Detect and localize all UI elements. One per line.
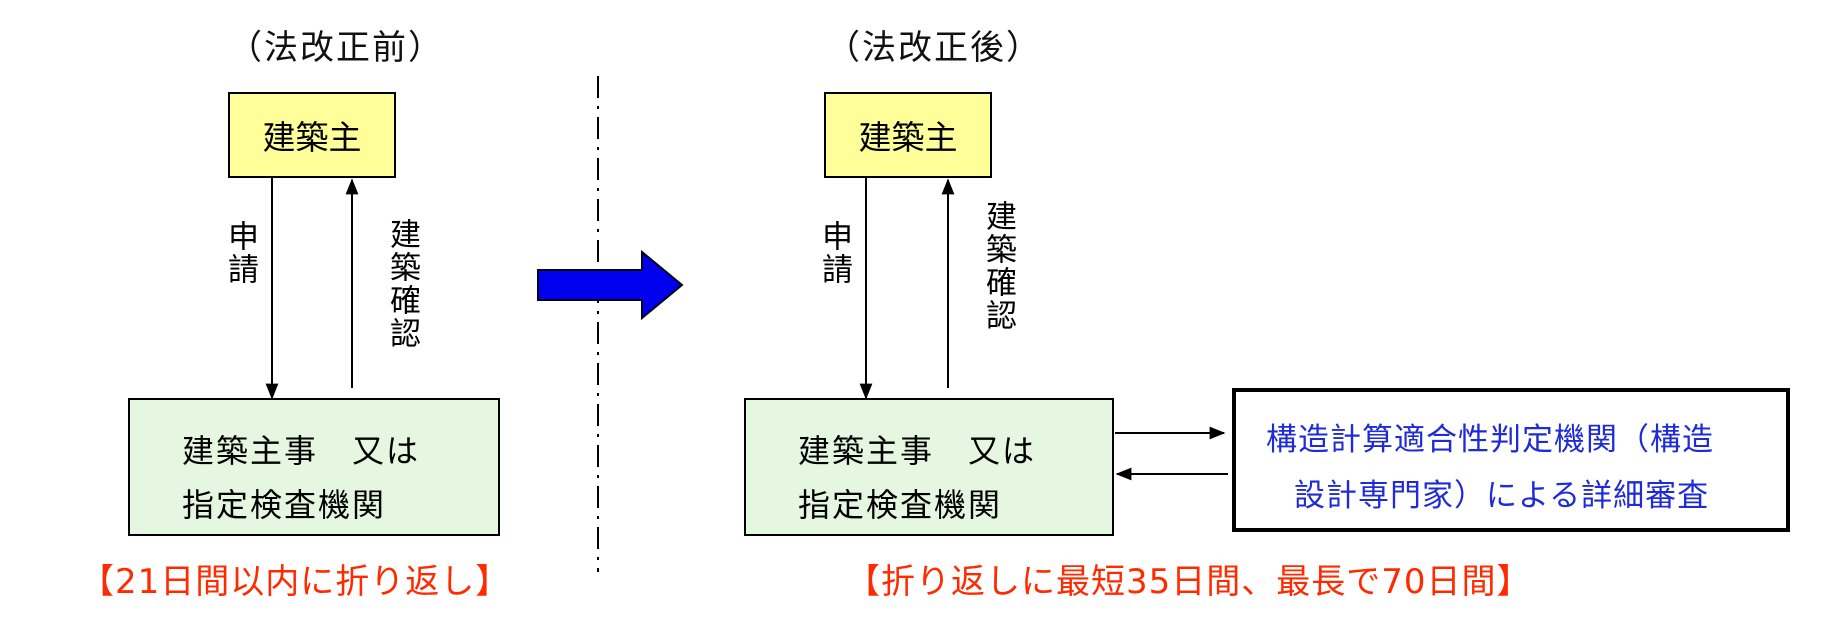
after-authority-line2: 指定検査機関 (798, 486, 1003, 524)
before-owner-box: 建築主 (228, 92, 396, 178)
after-heading: （法改正後） (826, 28, 1042, 68)
after-review-line2: 設計専門家）による詳細審査 (1294, 478, 1710, 514)
before-authority-box: 建築主事 又は 指定検査機関 (128, 398, 500, 536)
before-owner-label: 建築主 (262, 118, 362, 157)
after-review-box: 構造計算適合性判定機関（構造 設計専門家）による詳細審査 (1232, 388, 1790, 532)
after-owner-label: 建築主 (858, 118, 958, 157)
after-review-line1: 構造計算適合性判定機関（構造 (1266, 422, 1714, 458)
after-confirm-label: 建築確認 (980, 200, 1016, 332)
before-authority-line2: 指定検査機関 (182, 486, 387, 524)
right-arrow-icon (537, 249, 684, 321)
before-apply-label: 申請 (222, 220, 258, 286)
before-authority-line1: 建築主事 又は (182, 432, 421, 470)
after-note: 【折り返しに最短35日間、最長で70日間】 (846, 562, 1532, 602)
after-apply-label: 申請 (816, 220, 852, 286)
before-heading: （法改正前） (228, 28, 444, 68)
after-owner-box: 建築主 (824, 92, 992, 178)
before-note: 【21日間以内に折り返し】 (80, 562, 511, 602)
after-authority-line1: 建築主事 又は (798, 432, 1037, 470)
after-authority-box: 建築主事 又は 指定検査機関 (744, 398, 1114, 536)
before-confirm-label: 建築確認 (384, 218, 420, 350)
